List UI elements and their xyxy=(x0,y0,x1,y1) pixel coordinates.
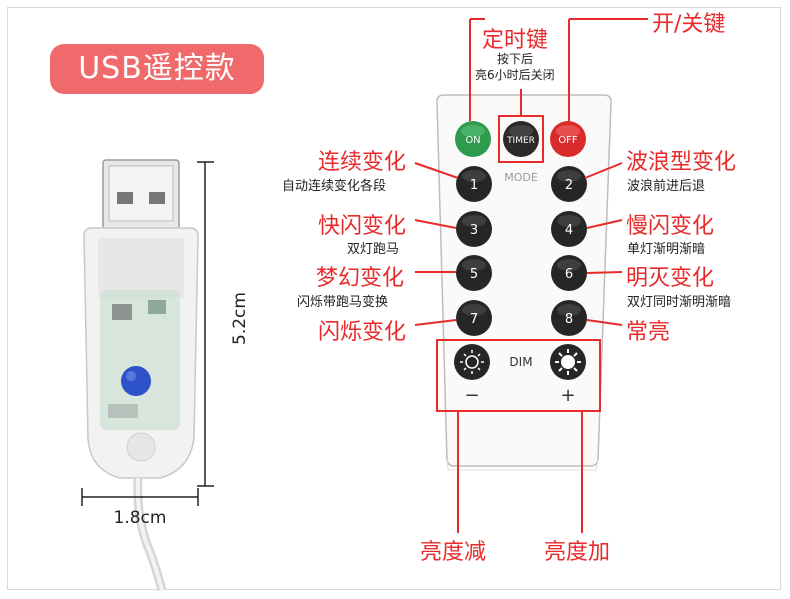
timer-desc-line2: 亮6小时后关闭 xyxy=(475,68,555,82)
mode3-desc: 双灯跑马 xyxy=(347,242,400,257)
button-1-label: 1 xyxy=(470,178,478,193)
plus-label: + xyxy=(560,385,575,406)
timer-desc-line1: 按下后 xyxy=(497,52,534,66)
power-off-label: OFF xyxy=(558,135,578,146)
button-3-label: 3 xyxy=(470,223,478,238)
button-8[interactable]: 8 xyxy=(551,300,587,336)
width-label: 1.8cm xyxy=(113,508,167,528)
width-dimension xyxy=(81,488,199,506)
mode6-desc: 双灯同时渐明渐暗 xyxy=(627,295,732,310)
mode8-label: 常亮 xyxy=(626,320,671,345)
power-on-label: ON xyxy=(465,135,480,146)
power-key-label: 开/关键 xyxy=(652,12,726,37)
product-badge: USB遥控款 xyxy=(50,44,264,94)
dim-down-label: 亮度减 xyxy=(420,540,487,565)
mode4-label: 慢闪变化 xyxy=(626,214,715,239)
callout-lines xyxy=(414,18,648,533)
length-dimension xyxy=(197,161,214,487)
sun-bright-icon xyxy=(555,349,581,375)
button-8-label: 8 xyxy=(565,312,573,327)
mode7-label: 闪烁变化 xyxy=(318,320,407,345)
button-6[interactable]: 6 xyxy=(551,255,587,291)
mode2-label: 波浪型变化 xyxy=(626,150,737,175)
button-7-label: 7 xyxy=(470,312,478,327)
usb-dongle xyxy=(83,159,199,592)
mode3-label: 快闪变化 xyxy=(318,214,407,239)
mode5-label: 梦幻变化 xyxy=(316,266,405,291)
button-7[interactable]: 7 xyxy=(456,300,492,336)
mode1-label: 连续变化 xyxy=(318,150,407,175)
button-1[interactable]: 1 xyxy=(456,166,492,202)
timer-key-label: 定时键 xyxy=(482,28,549,53)
power-off-button[interactable]: OFF xyxy=(550,121,586,157)
button-6-label: 6 xyxy=(565,267,573,282)
minus-label: − xyxy=(464,385,479,406)
brightness-up-button[interactable] xyxy=(550,344,586,380)
dim-highlight-box xyxy=(436,339,601,412)
power-on-button[interactable]: ON xyxy=(455,121,491,157)
mode1-desc: 自动连续变化各段 xyxy=(282,179,387,194)
button-2-label: 2 xyxy=(565,178,573,193)
brightness-down-button[interactable] xyxy=(454,344,490,380)
image-frame xyxy=(7,7,781,590)
dim-label: DIM xyxy=(509,355,532,369)
button-4-label: 4 xyxy=(565,223,573,238)
button-2[interactable]: 2 xyxy=(551,166,587,202)
sun-dim-icon xyxy=(460,350,484,374)
timer-button[interactable]: TIMER xyxy=(503,121,539,157)
mode2-desc: 波浪前进后退 xyxy=(627,179,706,194)
mode-label: MODE xyxy=(504,171,538,184)
button-5[interactable]: 5 xyxy=(456,255,492,291)
length-label: 5.2cm xyxy=(230,292,250,345)
mode6-label: 明灭变化 xyxy=(626,266,715,291)
button-4[interactable]: 4 xyxy=(551,211,587,247)
button-5-label: 5 xyxy=(470,267,478,282)
mode4-desc: 单灯渐明渐暗 xyxy=(627,242,706,257)
mode5-desc: 闪烁带跑马变换 xyxy=(297,295,389,310)
timer-label: TIMER xyxy=(506,136,535,146)
dim-up-label: 亮度加 xyxy=(544,540,611,565)
button-3[interactable]: 3 xyxy=(456,211,492,247)
